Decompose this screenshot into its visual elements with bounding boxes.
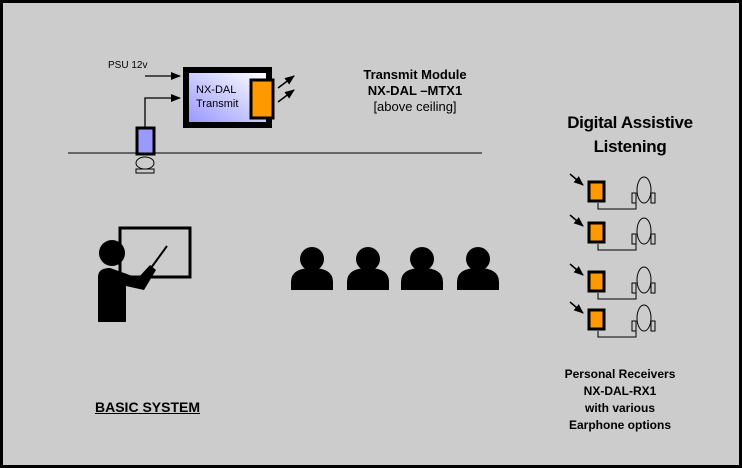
- receivers-group: [569, 173, 656, 338]
- transmit-module-caption: Transmit Module NX-DAL –MTX1 [above ceil…: [340, 67, 490, 115]
- audience-group: [291, 247, 499, 290]
- teacher-at-whiteboard-icon: [98, 226, 192, 322]
- receivers-caption-line3: with various: [584, 401, 655, 415]
- receiver-with-earphone: [569, 214, 656, 251]
- transmit-module-title: Transmit Module: [363, 67, 467, 82]
- person-icon: [347, 247, 389, 290]
- receiver-with-earphone: [569, 173, 656, 210]
- listening-title-line2: Listening: [593, 137, 667, 156]
- transmitter-box: [183, 67, 275, 128]
- person-icon: [401, 247, 443, 290]
- receivers-caption-line4: Earphone options: [569, 418, 671, 432]
- transmitter-box-line2: Transmit: [196, 98, 239, 110]
- receiver-with-earphone: [569, 301, 656, 338]
- transmit-module-model: NX-DAL –MTX1: [367, 83, 463, 98]
- listening-title-line1: Digital Assistive: [567, 113, 693, 132]
- receivers-caption-line1: Personal Receivers: [564, 367, 676, 381]
- person-icon: [457, 247, 499, 290]
- transmit-module-note: [above ceiling]: [373, 99, 457, 114]
- sensor-arrow: [144, 94, 181, 128]
- listening-title: Digital Assistive Listening: [545, 111, 715, 159]
- psu-label: PSU 12v: [108, 60, 148, 71]
- receivers-caption-line2: NX-DAL-RX1: [583, 384, 657, 398]
- broadcast-arrows-icon: [277, 75, 295, 103]
- receiver-with-earphone: [569, 263, 656, 300]
- system-label: BASIC SYSTEM: [95, 399, 201, 415]
- receivers-caption: Personal Receivers NX-DAL-RX1 with vario…: [540, 366, 700, 434]
- person-icon: [291, 247, 333, 290]
- microphone-sensor-icon: [135, 126, 156, 174]
- transmitter-antenna-module: [249, 78, 275, 120]
- transmitter-box-label: NX-DAL Transmit: [196, 83, 238, 111]
- transmitter-box-line1: NX-DAL: [196, 84, 237, 96]
